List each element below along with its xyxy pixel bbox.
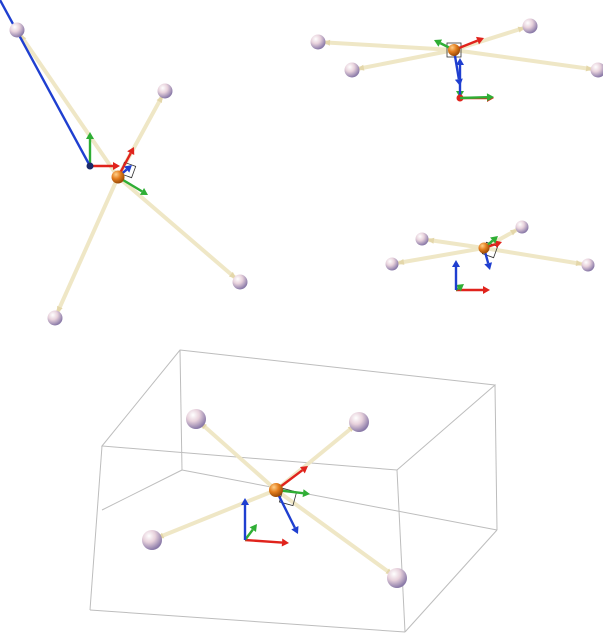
ligand-atom [344, 62, 360, 78]
x-axis-arrow-head [281, 538, 289, 547]
bond-line [350, 48, 456, 72]
ligand-atom [47, 310, 63, 326]
center-atom [478, 242, 490, 254]
ligand-atom [9, 22, 25, 38]
x-axis-arrow-head [127, 147, 135, 156]
bonds-layer [15, 24, 600, 580]
z-axis-arrow [274, 489, 296, 529]
box-edge [396, 469, 406, 633]
bond-arrowhead [575, 260, 584, 267]
box-edge [179, 349, 183, 471]
ligand-atom [581, 258, 595, 272]
y-axis-arrow-head [86, 132, 94, 139]
bond-arrowhead [322, 39, 331, 46]
center-atom [111, 170, 125, 184]
ligand-atom [387, 568, 407, 588]
bond-line [316, 40, 456, 52]
box-edge [101, 469, 183, 511]
x-axis-arrow-head [483, 286, 490, 294]
z-axis-arrow-head [456, 58, 464, 65]
y-axis-arrow-head [490, 236, 498, 244]
z-axis-arrow-head [124, 165, 132, 173]
ligand-atom [310, 34, 326, 50]
bond-arrowhead [510, 229, 518, 236]
z-axis-arrow-head [452, 260, 460, 267]
bond-arrowhead [396, 258, 405, 265]
bond-line [53, 175, 120, 320]
box-edge [404, 529, 498, 633]
x-axis-arrow-head [113, 162, 120, 170]
ligand-atom [522, 18, 538, 34]
y-axis-arrow-head [302, 489, 310, 498]
frame-squares-layer [119, 42, 499, 507]
x-axis-arrow-head [300, 466, 308, 474]
z-axis-arrow-head [291, 525, 299, 534]
bond-line [274, 488, 399, 580]
bond-line [116, 175, 242, 284]
box-edge [181, 469, 498, 531]
bond-line [452, 48, 600, 72]
box-edge [494, 384, 498, 531]
bond-line [194, 417, 278, 492]
bond-line [390, 246, 486, 266]
ligand-atom [349, 412, 369, 432]
y-axis-arrow-head [486, 93, 494, 102]
origin-dot [86, 162, 94, 170]
bond-arrowhead [585, 65, 594, 72]
center-atom [269, 483, 283, 497]
y-axis-arrow-head [139, 187, 148, 195]
box-edge [89, 609, 406, 633]
perspective-box [89, 349, 498, 633]
z-axis-arrow-head [484, 262, 493, 270]
ligand-atom [232, 274, 248, 290]
y-axis-arrow-head [434, 39, 443, 47]
ligand-atom [515, 220, 529, 234]
frame-square [278, 487, 298, 507]
atoms-layer [9, 18, 603, 588]
z-axis-arrow-head [241, 498, 249, 505]
box-edge [89, 445, 103, 611]
y-axis-arrow [244, 528, 254, 541]
bond-line [15, 28, 120, 179]
ligand-atom [157, 83, 173, 99]
x-axis-arrow-head [476, 36, 484, 45]
y-axis-arrow-head [456, 284, 464, 292]
bond-line [150, 488, 278, 542]
y-axis-arrow [459, 96, 488, 100]
box-top-face [101, 349, 497, 471]
ligand-atom [415, 232, 429, 246]
ligand-atom [186, 409, 206, 429]
center-atom [448, 44, 460, 56]
y-axis-arrow-head [249, 524, 257, 532]
ligand-atom [142, 530, 162, 550]
bond-line [482, 246, 590, 267]
x-axis-arrow [244, 538, 283, 544]
x-axis-arrow-head [494, 240, 502, 249]
bond-arrowhead [426, 237, 435, 244]
ligand-atom [590, 62, 603, 78]
ligand-atom [385, 257, 399, 271]
